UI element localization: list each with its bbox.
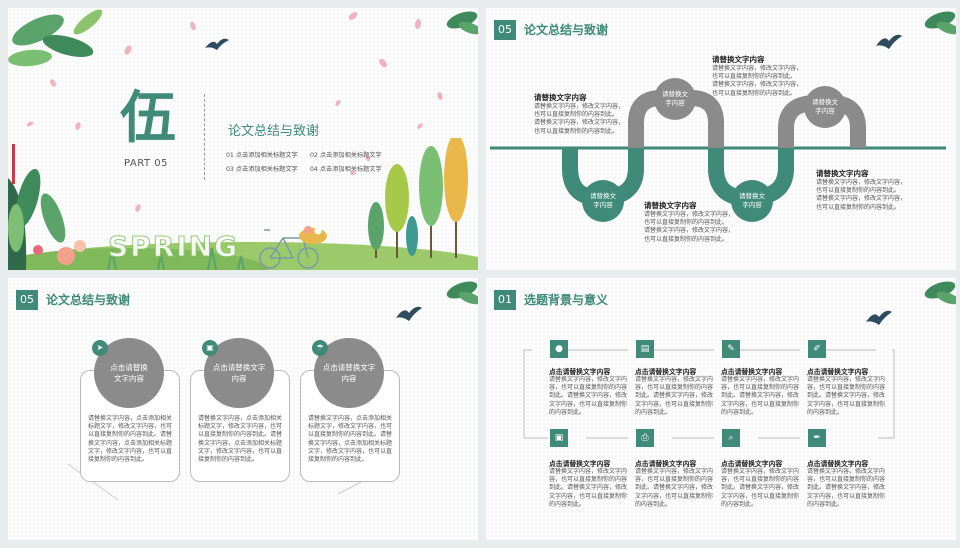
cover-item[interactable]: 02 点击添加相关标题文字 xyxy=(310,152,382,159)
swallow-bird-decoration xyxy=(396,306,422,321)
section-number: 05 xyxy=(494,20,516,40)
swallow-bird-decoration xyxy=(866,310,892,325)
chapter-big-char: 伍 xyxy=(120,85,176,151)
slide-2-summary-flow[interactable]: 05 论文总结与致谢 请替换文 字内容 请替换文 字内容 请替换文 字内容 请替… xyxy=(486,8,956,270)
grid-item: 点击请替换文字内容 请替换文字内容，修改文字内容，也可以直接复制你的内容到此。请… xyxy=(721,368,800,416)
pencil-icon: ✐ xyxy=(808,340,826,358)
grid-item: 点击请替换文字内容 请替换文字内容，修改文字内容，也可以直接复制你的内容到此。请… xyxy=(807,368,886,416)
card-text: 请替换文字内容，点击添加相关标题文字，修改文字内容，也可以直接复制你的内容到此。… xyxy=(88,415,173,464)
swallow-bird-decoration xyxy=(205,38,229,50)
section-number: 01 xyxy=(494,290,516,310)
grid-item: 点击请替换文字内容 请替换文字内容，修改文字内容，也可以直接复制你的内容到此。请… xyxy=(549,460,628,508)
card-text: 请替换文字内容，点击添加相关标题文字，修改文字内容，也可以直接复制你的内容到此。… xyxy=(308,415,393,464)
umbrella-icon: ☂ xyxy=(312,340,328,356)
flow-node-top[interactable]: 请替换文 字内容 xyxy=(654,78,696,120)
slide-3-summary-cards[interactable]: 05 论文总结与致谢 点击请替换 文字内容 ➤ 请替换文字内容，点击添加相关标题… xyxy=(8,278,478,540)
leaves-top-right-decoration xyxy=(446,11,478,35)
petals-decoration xyxy=(26,12,443,212)
brush-icon: ✒ xyxy=(808,429,826,447)
user-icon: ● xyxy=(550,340,568,358)
card-text: 请替换文字内容，点击添加相关标题文字，修改文字内容，也可以直接复制你的内容到此。… xyxy=(198,415,283,464)
leaves-top-right-decoration xyxy=(924,11,956,35)
section-number: 05 xyxy=(16,290,38,310)
leaves-top-right-decoration xyxy=(446,281,478,305)
cover-item-list: 01 点击添加相关标题文字 02 点击添加相关标题文字 03 点击添加相关标题文字… xyxy=(226,149,391,177)
spring-decor-text: SPRING xyxy=(107,230,240,264)
paper-plane-icon: ➤ xyxy=(92,340,108,356)
connector-lines xyxy=(523,349,895,439)
cover-item[interactable]: 01 点击添加相关标题文字 xyxy=(226,152,298,159)
grid-item: 点击请替换文字内容 请替换文字内容，修改文字内容，也可以直接复制你的内容到此。请… xyxy=(635,460,714,508)
flow-node-bottom[interactable]: 请替换文 字内容 xyxy=(582,180,624,222)
cover-item[interactable]: 03 点击添加相关标题文字 xyxy=(226,166,298,173)
spring-garden-illustration xyxy=(8,138,478,270)
clipboard-icon: ▤ xyxy=(636,340,654,358)
cover-item[interactable]: 04 点击添加相关标题文字 xyxy=(310,166,382,173)
flow-node-bottom[interactable]: 请替换文 字内容 xyxy=(731,180,773,222)
grid-item: 点击请替换文字内容 请替换文字内容，修改文字内容，也可以直接复制你的内容到此。请… xyxy=(549,368,628,416)
flow-node-top[interactable]: 请替换文 字内容 xyxy=(804,86,846,128)
search-icon: ⌕ xyxy=(722,429,740,447)
slide-4-background-grid[interactable]: 01 选题背景与意义 ● ▤ ✎ ✐ 点击请替换文字内容 请替换文字内容，修改文… xyxy=(486,278,956,540)
swallow-bird-decoration xyxy=(876,34,902,49)
section-title: 论文总结与致谢 xyxy=(46,293,131,307)
leaves-top-right-decoration xyxy=(924,281,956,305)
briefcase-icon: ▣ xyxy=(550,429,568,447)
briefcase-icon: ▣ xyxy=(202,340,218,356)
slide-1-cover[interactable]: 伍 PART 05 论文总结与致谢 01 点击添加相关标题文字 02 点击添加相关… xyxy=(8,8,478,270)
printer-icon: ⎙ xyxy=(636,429,654,447)
wrench-icon: ✎ xyxy=(722,340,740,358)
part-label: PART 05 xyxy=(124,158,168,169)
flow-text-block: 请替换文字内容 请替换文字内容，修改文字内容， 也可以直接复制你的内容到此。 请… xyxy=(816,169,907,211)
grid-item: 点击请替换文字内容 请替换文字内容，修改文字内容，也可以直接复制你的内容到此。请… xyxy=(721,460,800,508)
flow-text-block: 请替换文字内容 请替换文字内容，修改文字内容， 也可以直接复制你的内容到此。 请… xyxy=(644,201,735,243)
cover-title: 论文总结与致谢 xyxy=(228,124,320,139)
vertical-divider xyxy=(204,94,206,180)
flow-text-block: 请替换文字内容 请替换文字内容，修改文字内容， 也可以直接复制你的内容到此。 请… xyxy=(712,55,803,97)
flow-text-block: 请替换文字内容 请替换文字内容，修改文字内容， 也可以直接复制你的内容到此。 请… xyxy=(534,93,625,135)
section-title: 选题背景与意义 xyxy=(524,293,609,307)
section-title: 论文总结与致谢 xyxy=(524,23,609,37)
grid-item: 点击请替换文字内容 请替换文字内容，修改文字内容，也可以直接复制你的内容到此。请… xyxy=(807,460,886,508)
leaves-top-left-decoration xyxy=(8,9,103,67)
grid-item: 点击请替换文字内容 请替换文字内容，修改文字内容，也可以直接复制你的内容到此。请… xyxy=(635,368,714,416)
